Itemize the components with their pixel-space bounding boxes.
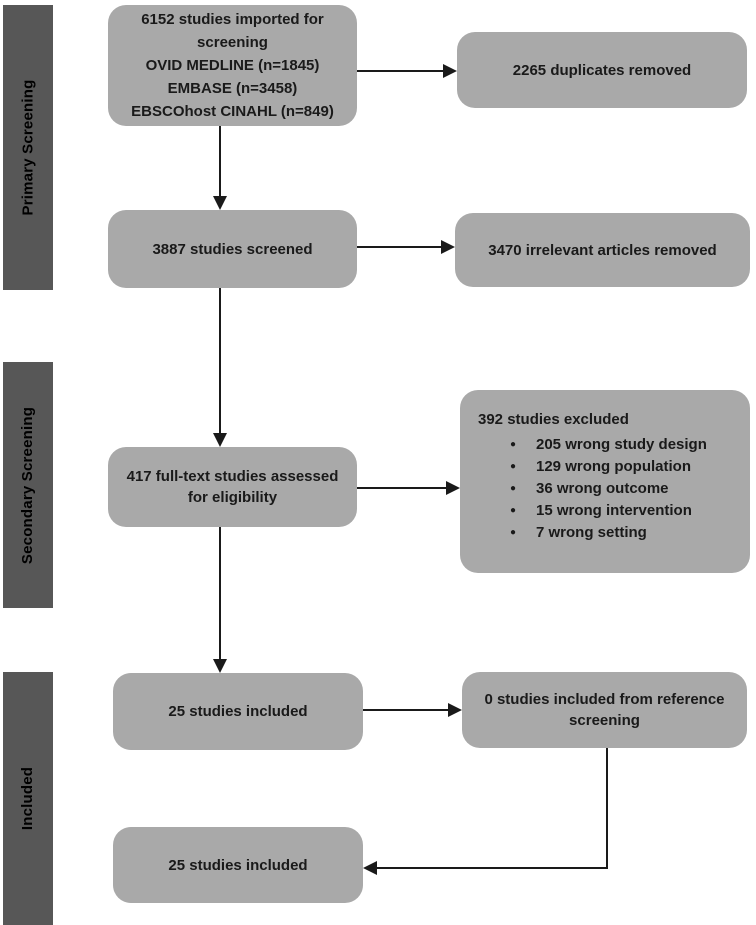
excluded-reason-item: 129 wrong population [474, 456, 738, 478]
arrow-screened-to-fulltext [213, 288, 227, 447]
arrow-imported-to-duplicates [357, 64, 457, 78]
excluded-reason-item: 36 wrong outcome [474, 478, 738, 500]
box-studies-imported: 6152 studies imported for screening OVID… [108, 5, 357, 126]
arrow-reference-to-final [363, 748, 608, 875]
stage-bar-secondary-screening: Secondary Screening [3, 362, 53, 608]
excluded-reason-item: 15 wrong intervention [474, 500, 738, 522]
arrow-fulltext-to-included [213, 527, 227, 673]
stage-bar-primary-screening: Primary Screening [3, 5, 53, 290]
stage-label-primary-screening: Primary Screening [19, 79, 37, 216]
arrow-fulltext-to-excluded [357, 481, 460, 495]
arrow-included-to-reference [363, 703, 462, 717]
box-studies-included: 25 studies included [113, 673, 363, 750]
box-studies-screened: 3887 studies screened [108, 210, 357, 288]
excluded-reasons-list: 205 wrong study design 129 wrong populat… [474, 434, 738, 544]
excluded-reason-item: 7 wrong setting [474, 522, 738, 544]
arrow-imported-to-screened [213, 126, 227, 210]
stage-bar-included: Included [3, 672, 53, 925]
box-studies-excluded: 392 studies excluded 205 wrong study des… [460, 390, 750, 573]
excluded-reason-item: 205 wrong study design [474, 434, 738, 456]
box-studies-included-final: 25 studies included [113, 827, 363, 903]
box-irrelevant-removed: 3470 irrelevant articles removed [455, 213, 750, 287]
stage-label-included: Included [19, 766, 37, 831]
box-duplicates-removed: 2265 duplicates removed [457, 32, 747, 108]
box-fulltext-assessed: 417 full-text studies assessed for eligi… [108, 447, 357, 527]
box-reference-screening: 0 studies included from reference screen… [462, 672, 747, 748]
stage-label-secondary-screening: Secondary Screening [19, 406, 37, 564]
arrow-screened-to-irrelevant [357, 240, 455, 254]
excluded-heading: 392 studies excluded [478, 411, 629, 428]
